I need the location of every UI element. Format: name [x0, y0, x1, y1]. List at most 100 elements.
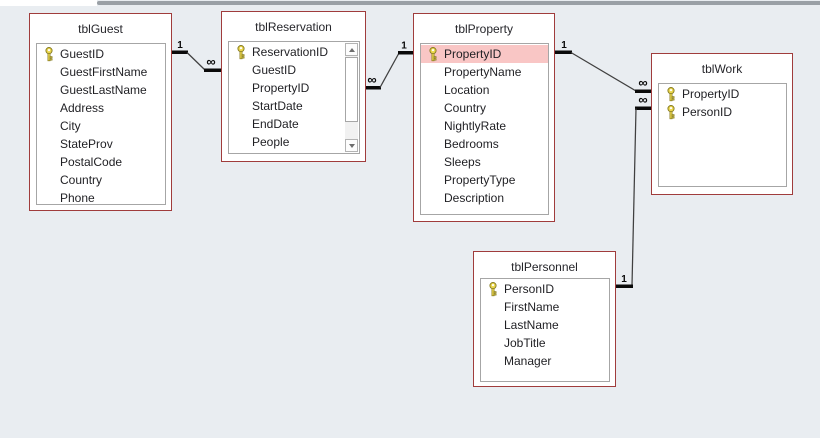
field-label: PostalCode	[60, 155, 123, 169]
table-title: tblReservation	[222, 12, 365, 46]
field-row-PropertyID[interactable]: PropertyID	[421, 45, 548, 63]
field-icon-slot	[488, 318, 504, 332]
field-row-NightlyRate[interactable]: NightlyRate	[421, 117, 548, 135]
field-row-Address[interactable]: Address	[37, 99, 165, 117]
arrow-up-icon	[348, 47, 355, 52]
cardinality-one-label: 1	[177, 40, 183, 51]
field-row-PropertyType[interactable]: PropertyType	[421, 171, 548, 189]
field-icon-slot	[44, 65, 60, 79]
field-label: StartDate	[252, 99, 303, 113]
primary-key-icon	[236, 44, 252, 59]
field-label: Sleeps	[444, 155, 481, 169]
relationship-reservation-property[interactable]: ∞ 1	[366, 41, 414, 90]
cardinality-one-label: 1	[561, 40, 567, 51]
field-row-PropertyID[interactable]: PropertyID	[229, 79, 359, 97]
field-label: Manager	[504, 354, 552, 368]
field-label: PropertyID	[682, 87, 740, 101]
cardinality-many-label: ∞	[638, 75, 647, 90]
relationship-guest-reservation[interactable]: 1 ∞	[172, 40, 221, 72]
field-row-StateProv[interactable]: StateProv	[37, 135, 165, 153]
field-icon-slot	[428, 137, 444, 151]
table-title: tblGuest	[30, 14, 171, 48]
field-label: PropertyID	[252, 81, 310, 95]
field-label: Address	[60, 101, 105, 115]
field-row-Location[interactable]: Location	[421, 81, 548, 99]
field-label: PersonID	[504, 282, 555, 296]
field-row-GuestLastName[interactable]: GuestLastName	[37, 81, 165, 99]
field-icon-slot	[428, 119, 444, 133]
vertical-scrollbar[interactable]	[345, 43, 358, 152]
field-label: LastName	[504, 318, 559, 332]
scrollbar-thumb[interactable]	[345, 57, 358, 122]
relationship-property-work[interactable]: 1 ∞	[555, 40, 651, 93]
field-row-PersonID[interactable]: PersonID	[659, 103, 786, 121]
field-row-PropertyName[interactable]: PropertyName	[421, 63, 548, 81]
field-label: PropertyType	[444, 173, 516, 187]
primary-key-icon	[666, 104, 682, 119]
field-row-GuestID[interactable]: GuestID	[37, 45, 165, 63]
field-row-City[interactable]: City	[37, 117, 165, 135]
scroll-up-button[interactable]	[345, 43, 358, 56]
field-label: GuestLastName	[60, 83, 147, 97]
field-icon-slot	[428, 101, 444, 115]
field-row-Description[interactable]: Description	[421, 189, 548, 207]
window-top-edge-bar	[97, 1, 820, 5]
field-icon-slot	[428, 65, 444, 79]
field-icon-slot	[44, 155, 60, 169]
field-row-LastName[interactable]: LastName	[481, 316, 609, 334]
field-row-ReservationID[interactable]: ReservationID	[229, 43, 359, 61]
field-row-GuestFirstName[interactable]: GuestFirstName	[37, 63, 165, 81]
field-icon-slot	[428, 191, 444, 205]
field-row-FirstName[interactable]: FirstName	[481, 298, 609, 316]
field-icon-slot	[44, 173, 60, 187]
field-icon-slot	[428, 173, 444, 187]
field-label: StateProv	[60, 137, 113, 151]
primary-key-icon	[44, 46, 60, 61]
field-label: PersonID	[682, 105, 733, 119]
field-icon-slot	[488, 354, 504, 368]
field-row-People[interactable]: People	[229, 133, 359, 151]
field-label: People	[252, 135, 290, 149]
field-label: PropertyID	[444, 47, 502, 61]
field-row-PersonID[interactable]: PersonID	[481, 280, 609, 298]
cardinality-one-label: 1	[401, 41, 407, 52]
field-row-Phone[interactable]: Phone	[37, 189, 165, 205]
field-label: NightlyRate	[444, 119, 507, 133]
cardinality-one-label: 1	[621, 274, 627, 285]
field-row-Manager[interactable]: Manager	[481, 352, 609, 370]
field-row-JobTitle[interactable]: JobTitle	[481, 334, 609, 352]
cardinality-many-label: ∞	[206, 54, 215, 69]
field-row-PostalCode[interactable]: PostalCode	[37, 153, 165, 171]
field-row-GuestID[interactable]: GuestID	[229, 61, 359, 79]
field-label: Country	[60, 173, 103, 187]
field-row-Sleeps[interactable]: Sleeps	[421, 153, 548, 171]
field-label: Description	[444, 191, 505, 205]
field-list: PropertyID PersonID	[658, 83, 787, 187]
scroll-down-button[interactable]	[345, 139, 358, 152]
field-icon-slot	[44, 137, 60, 151]
field-icon-slot	[236, 117, 252, 131]
field-label: EndDate	[252, 117, 299, 131]
field-row-Bedrooms[interactable]: Bedrooms	[421, 135, 548, 153]
field-label: Phone	[60, 191, 95, 205]
field-row-StartDate[interactable]: StartDate	[229, 97, 359, 115]
window-top-left-white	[0, 0, 97, 6]
field-row-Country[interactable]: Country	[421, 99, 548, 117]
field-icon-slot	[236, 135, 252, 149]
cardinality-many-label: ∞	[367, 72, 376, 87]
field-icon-slot	[236, 81, 252, 95]
relationship-personnel-work[interactable]: ∞ 1	[616, 92, 651, 288]
field-row-EndDate[interactable]: EndDate	[229, 115, 359, 133]
field-row-PropertyID[interactable]: PropertyID	[659, 85, 786, 103]
field-icon-slot	[428, 155, 444, 169]
field-row-Country[interactable]: Country	[37, 171, 165, 189]
